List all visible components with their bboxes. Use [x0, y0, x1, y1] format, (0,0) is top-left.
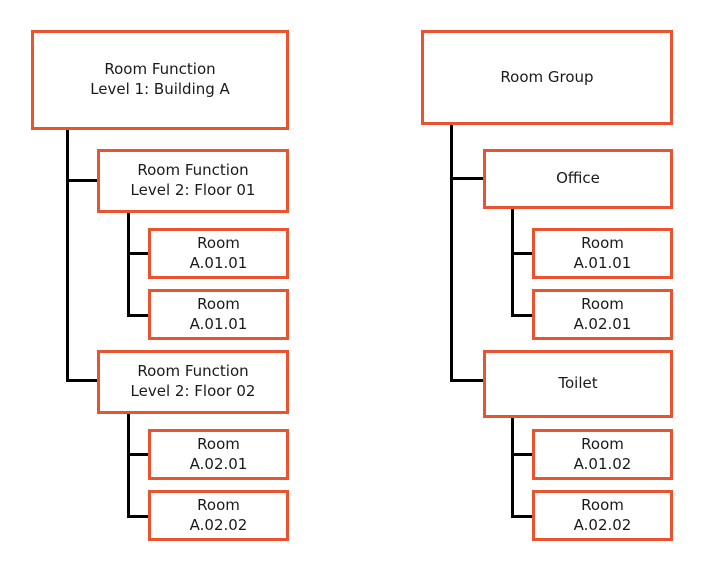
connector-branch-floor01 [66, 179, 100, 182]
node-label-line1: Room [581, 434, 624, 453]
connector-branch-toilet-room-a0202 [511, 515, 535, 518]
node-label-line1: Room Function [104, 60, 216, 79]
connector-trunk-room-group [450, 125, 453, 382]
node-room-a0201[interactable]: Room A.02.01 [148, 429, 289, 480]
node-label-line2: A.02.02 [573, 515, 632, 534]
node-label-line2: A.01.01 [189, 314, 248, 333]
node-toilet[interactable]: Toilet [483, 350, 673, 418]
node-label-line2: A.02.01 [189, 454, 248, 473]
node-label-line1: Room [197, 233, 240, 252]
connector-branch-toilet [450, 379, 486, 382]
connector-branch-room-a0201 [127, 453, 151, 456]
connector-trunk-level1 [66, 130, 69, 382]
connector-trunk-floor01 [127, 213, 130, 317]
node-label-line1: Room [581, 294, 624, 313]
node-office-room-a0201[interactable]: Room A.02.01 [532, 289, 673, 340]
connector-branch-room-a0202 [127, 515, 151, 518]
node-label-line1: Room [197, 434, 240, 453]
node-toilet-room-a0102[interactable]: Room A.01.02 [532, 429, 673, 480]
node-room-a0101-a[interactable]: Room A.01.01 [148, 228, 289, 279]
node-room-function-floor01[interactable]: Room Function Level 2: Floor 01 [97, 149, 289, 213]
node-room-function-floor02[interactable]: Room Function Level 2: Floor 02 [97, 350, 289, 414]
connector-branch-office [450, 177, 486, 180]
node-label-line1: Room Function [137, 161, 249, 180]
connector-branch-floor02 [66, 379, 100, 382]
node-label-line1: Office [556, 169, 600, 188]
node-room-function-level1[interactable]: Room Function Level 1: Building A [31, 30, 289, 130]
node-label-line2: Level 2: Floor 02 [130, 382, 256, 400]
node-label-line1: Room [581, 233, 624, 252]
node-label-line2: Level 1: Building A [90, 80, 230, 98]
node-room-group[interactable]: Room Group [421, 30, 673, 125]
node-label-line2: A.01.01 [573, 253, 632, 272]
node-label-line1: Room [581, 495, 624, 514]
node-label-line2: A.02.01 [573, 314, 632, 333]
node-label-line1: Room Function [137, 362, 249, 381]
connector-trunk-floor02 [127, 414, 130, 518]
node-label-line2: A.02.02 [189, 515, 248, 534]
connector-branch-office-room-a0201 [511, 314, 535, 317]
node-office-room-a0101[interactable]: Room A.01.01 [532, 228, 673, 279]
node-label-line1: Room [197, 294, 240, 313]
node-toilet-room-a0202[interactable]: Room A.02.02 [532, 490, 673, 541]
node-label-line2: Level 2: Floor 01 [130, 181, 256, 199]
node-label-line1: Room [197, 495, 240, 514]
connector-branch-office-room-a0101 [511, 252, 535, 255]
node-label-line1: Toilet [558, 374, 598, 393]
node-label-line1: Room Group [500, 67, 594, 86]
connector-branch-room-a0101-a [127, 252, 151, 255]
node-label-line2: A.01.01 [189, 253, 248, 272]
connector-branch-room-a0101-b [127, 314, 151, 317]
connector-trunk-toilet [511, 418, 514, 518]
node-room-a0202[interactable]: Room A.02.02 [148, 490, 289, 541]
node-label-line2: A.01.02 [573, 454, 632, 473]
node-room-a0101-b[interactable]: Room A.01.01 [148, 289, 289, 340]
connector-branch-toilet-room-a0102 [511, 453, 535, 456]
node-office[interactable]: Office [483, 149, 673, 209]
connector-trunk-office [511, 209, 514, 317]
